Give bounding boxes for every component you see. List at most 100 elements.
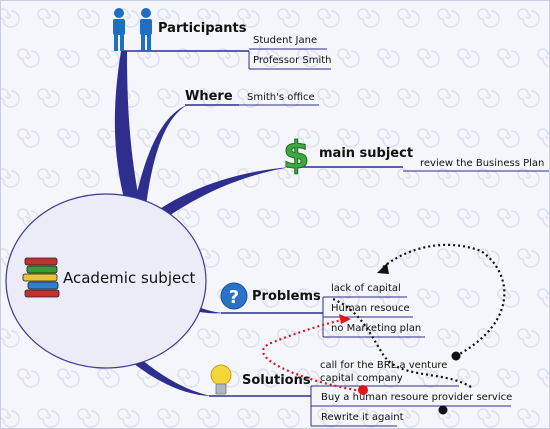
background-swirl <box>517 328 540 348</box>
background-swirl <box>277 168 300 188</box>
background-swirl <box>357 8 380 28</box>
background-swirl <box>497 128 520 148</box>
background-swirl <box>157 168 180 188</box>
background-swirl <box>317 8 340 28</box>
background-swirl <box>437 328 460 348</box>
background-swirl <box>357 408 380 428</box>
background-swirl <box>237 408 260 428</box>
background-swirl <box>457 48 480 68</box>
relationship-endpoint-black-2 <box>438 405 448 415</box>
background-swirl <box>57 368 80 388</box>
topic-where[interactable]: Where <box>185 89 233 104</box>
background-swirl <box>257 208 280 228</box>
background-swirl <box>377 48 400 68</box>
background-swirl <box>337 208 360 228</box>
background-swirl <box>377 208 400 228</box>
background-swirl <box>317 168 340 188</box>
background-swirl <box>357 168 380 188</box>
subtopic-review-business-plan[interactable]: review the Business Plan <box>420 158 545 169</box>
background-swirl <box>37 168 60 188</box>
background-swirl <box>537 48 549 68</box>
topic-participants[interactable]: Participants <box>158 21 247 36</box>
background-swirl <box>537 128 549 148</box>
background-swirl <box>197 88 220 108</box>
background-swirl <box>457 208 480 228</box>
background-swirl <box>417 128 440 148</box>
background-swirl <box>517 88 540 108</box>
background-swirl <box>477 408 500 428</box>
subtopic-human-resouce[interactable]: Human resouce <box>331 303 410 314</box>
background-swirl <box>417 368 440 388</box>
background-swirl <box>417 288 440 308</box>
background-swirl <box>17 48 40 68</box>
background-swirl <box>1 8 20 28</box>
branch-connector-main-subject <box>151 167 291 223</box>
background-swirl <box>377 128 400 148</box>
background-swirl <box>297 368 320 388</box>
background-swirl <box>77 168 100 188</box>
background-swirl <box>177 208 200 228</box>
subtopic-rewrite-it-againt[interactable]: Rewrite it againt <box>321 412 404 423</box>
background-swirl <box>1 168 20 188</box>
background-swirl <box>517 168 540 188</box>
relationship-arrowhead-red <box>339 314 351 324</box>
background-swirl <box>1 328 20 348</box>
relationship-endpoint-black <box>451 351 461 361</box>
background-swirl <box>237 8 260 28</box>
background-swirl <box>57 128 80 148</box>
background-swirl <box>437 408 460 428</box>
background-swirl <box>157 8 180 28</box>
central-topic-label[interactable]: Academic subject <box>63 269 196 287</box>
branch-connector-where <box>133 105 187 215</box>
background-swirl <box>477 88 500 108</box>
background-swirl <box>97 368 120 388</box>
topic-problems[interactable]: Problems <box>252 289 321 304</box>
background-swirl <box>537 208 549 228</box>
background-swirl <box>257 288 280 308</box>
subtopic-smiths-office[interactable]: Smith's office <box>247 92 315 103</box>
background-swirl <box>297 208 320 228</box>
background-swirl <box>1 408 20 428</box>
background-swirl <box>37 88 60 108</box>
subtopic-student-jane[interactable]: Student Jane <box>253 35 318 46</box>
background-swirl <box>197 8 220 28</box>
background-swirl <box>217 208 240 228</box>
topic-solutions[interactable]: Solutions <box>242 373 311 388</box>
subtopic-lack-of-capital[interactable]: lack of capital <box>331 283 401 294</box>
dollar-icon: $ <box>283 133 309 177</box>
background-swirl <box>497 288 520 308</box>
background-swirl <box>77 88 100 108</box>
background-swirl <box>297 128 320 148</box>
background-swirl <box>177 48 200 68</box>
central-topic-bubble[interactable] <box>5 193 207 369</box>
background-swirl <box>457 288 480 308</box>
background-swirl <box>397 248 420 268</box>
background-swirl <box>537 288 549 308</box>
background-swirl <box>217 128 240 148</box>
background-swirl <box>437 168 460 188</box>
background-swirl <box>17 368 40 388</box>
background-swirl <box>317 248 340 268</box>
background-swirl <box>277 408 300 428</box>
background-swirl <box>297 48 320 68</box>
background-swirl <box>237 248 260 268</box>
background-swirl <box>97 48 120 68</box>
background-swirl <box>517 8 540 28</box>
subtopic-buy-human-resource[interactable]: Buy a human resoure provider service <box>321 392 513 403</box>
background-swirl <box>417 48 440 68</box>
question-icon: ? <box>220 282 248 310</box>
background-swirl <box>537 368 549 388</box>
background-swirl <box>477 168 500 188</box>
background-swirl <box>197 328 220 348</box>
solutions-subtopic-lines <box>310 385 511 427</box>
background-swirl <box>157 88 180 108</box>
background-swirl <box>397 168 420 188</box>
subtopic-professor-smith[interactable]: Professor Smith <box>253 55 332 66</box>
background-swirl <box>297 288 320 308</box>
background-swirl <box>77 408 100 428</box>
topic-main-subject[interactable]: main subject <box>319 146 414 161</box>
subtopic-call-for-brl[interactable]: call for the BRL a venture capital compa… <box>320 360 448 384</box>
books-icon <box>22 257 60 298</box>
subtopic-no-marketing-plan[interactable]: no Marketing plan <box>331 323 422 334</box>
